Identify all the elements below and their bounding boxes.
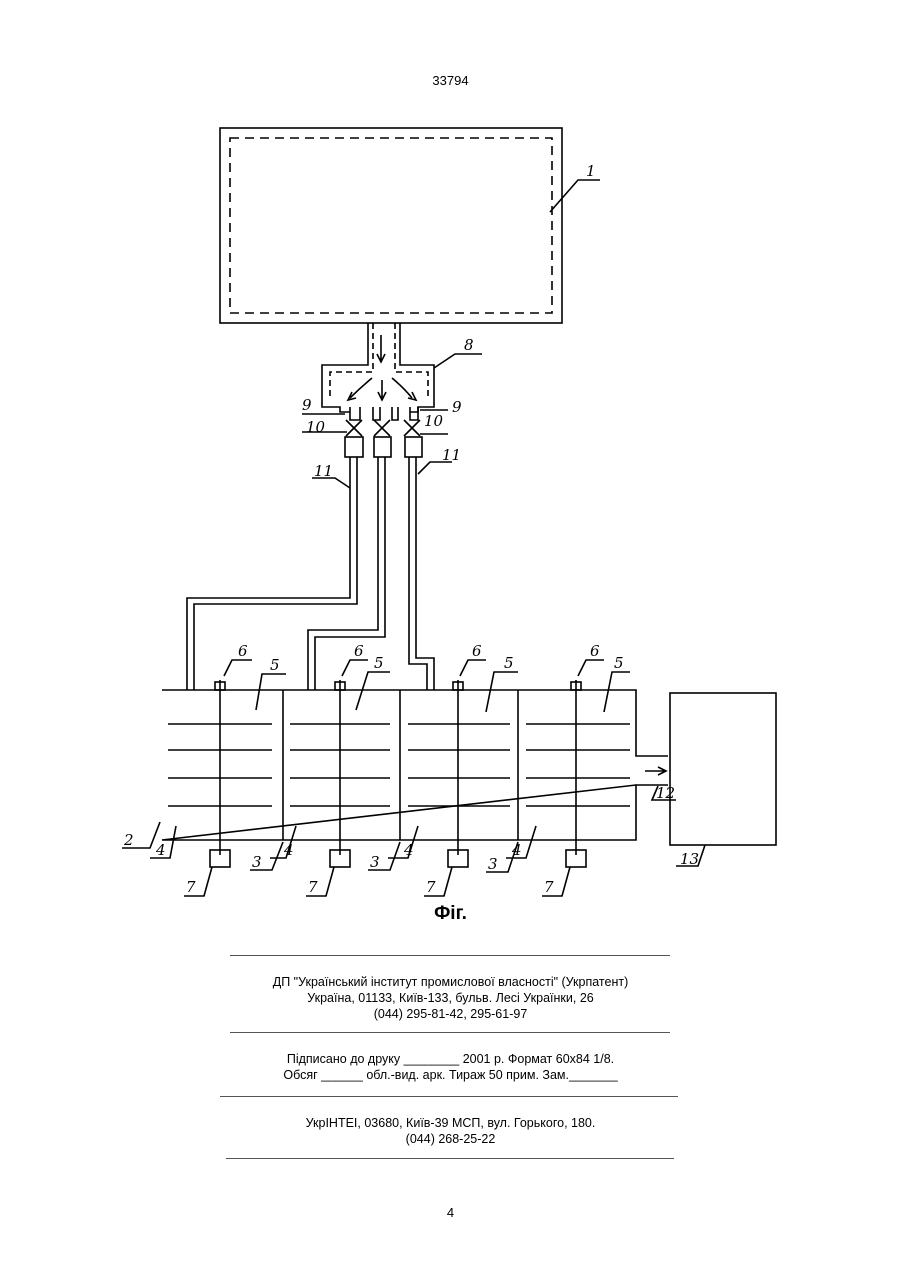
ref-5b: 5 [374,654,384,672]
divider [226,1158,674,1159]
ref-7d: 7 [544,878,554,896]
publisher-address: Україна, 01133, Київ-133, бульв. Лесі Ук… [0,990,901,1006]
flow-arrow-down [377,335,385,362]
ref-1: 1 [586,162,596,180]
valve-2 [374,420,390,436]
pipe-right [409,457,434,690]
ref-6d: 6 [590,642,600,660]
print-info-block: Підписано до друку ________ 2001 р. Форм… [0,1051,901,1083]
printer-block: УкрІНТЕІ, 03680, Київ-39 МСП, вул. Горьк… [0,1115,901,1147]
valve-1 [346,420,362,436]
divider [230,1032,670,1033]
flow-arrow-left [348,378,372,400]
tank-outlet-inner [330,323,428,400]
figure-caption: Фіг. [0,903,901,925]
publisher-block: ДП "Український інститут промислової вла… [0,974,901,1022]
publisher-name: ДП "Український інститут промислової вла… [0,974,901,990]
tank-outlet-outer [322,323,434,412]
divider [230,955,670,956]
tank-inner-dashed [230,138,552,313]
ref-4b: 4 [283,841,294,859]
ref-3a: 3 [252,853,262,871]
ref-13: 13 [680,850,699,868]
ref-7a: 7 [186,878,196,896]
ref-9b: 9 [452,398,462,416]
ref-4a: 4 [155,841,166,859]
ref-5c: 5 [504,654,514,672]
ref-5a: 5 [270,656,280,674]
patent-figure: 1 2 3 3 3 4 4 4 4 5 5 5 5 6 6 6 6 7 7 7 … [0,0,901,930]
ref-11b: 11 [442,446,461,464]
ref-7c: 7 [426,878,436,896]
ref-11a: 11 [314,462,333,480]
bath-outline [162,690,668,840]
distributor-branches [350,407,418,420]
ref-4d: 4 [511,841,522,859]
ref-12: 12 [656,784,675,802]
ref-4c: 4 [403,841,414,859]
ref-3c: 3 [488,855,498,873]
printer-address: УкрІНТЕІ, 03680, Київ-39 МСП, вул. Горьк… [0,1115,901,1131]
receiver-tank [670,693,776,845]
page-number: 4 [0,1205,901,1220]
printer-phone: (044) 268-25-22 [0,1131,901,1147]
flow-arrow-center [378,380,386,400]
print-info-line-1: Підписано до друку ________ 2001 р. Форм… [0,1051,901,1067]
ref-10a: 10 [306,418,326,436]
tank-outline [220,128,562,323]
ref-9a: 9 [302,396,312,414]
publisher-phone: (044) 295-81-42, 295-61-97 [0,1006,901,1022]
ref-3b: 3 [370,853,380,871]
ref-6b: 6 [354,642,364,660]
flow-arrow-right [392,378,416,400]
ref-2: 2 [123,831,134,849]
valve-3 [404,420,420,436]
ref-7b: 7 [308,878,318,896]
ref-8: 8 [464,336,474,354]
divider [220,1096,678,1097]
ref-10b: 10 [424,412,444,430]
print-info-line-2: Обсяг ______ обл.-вид. арк. Тираж 50 при… [0,1067,901,1083]
ref-6a: 6 [238,642,248,660]
ref-5d: 5 [614,654,624,672]
ref-6c: 6 [472,642,482,660]
